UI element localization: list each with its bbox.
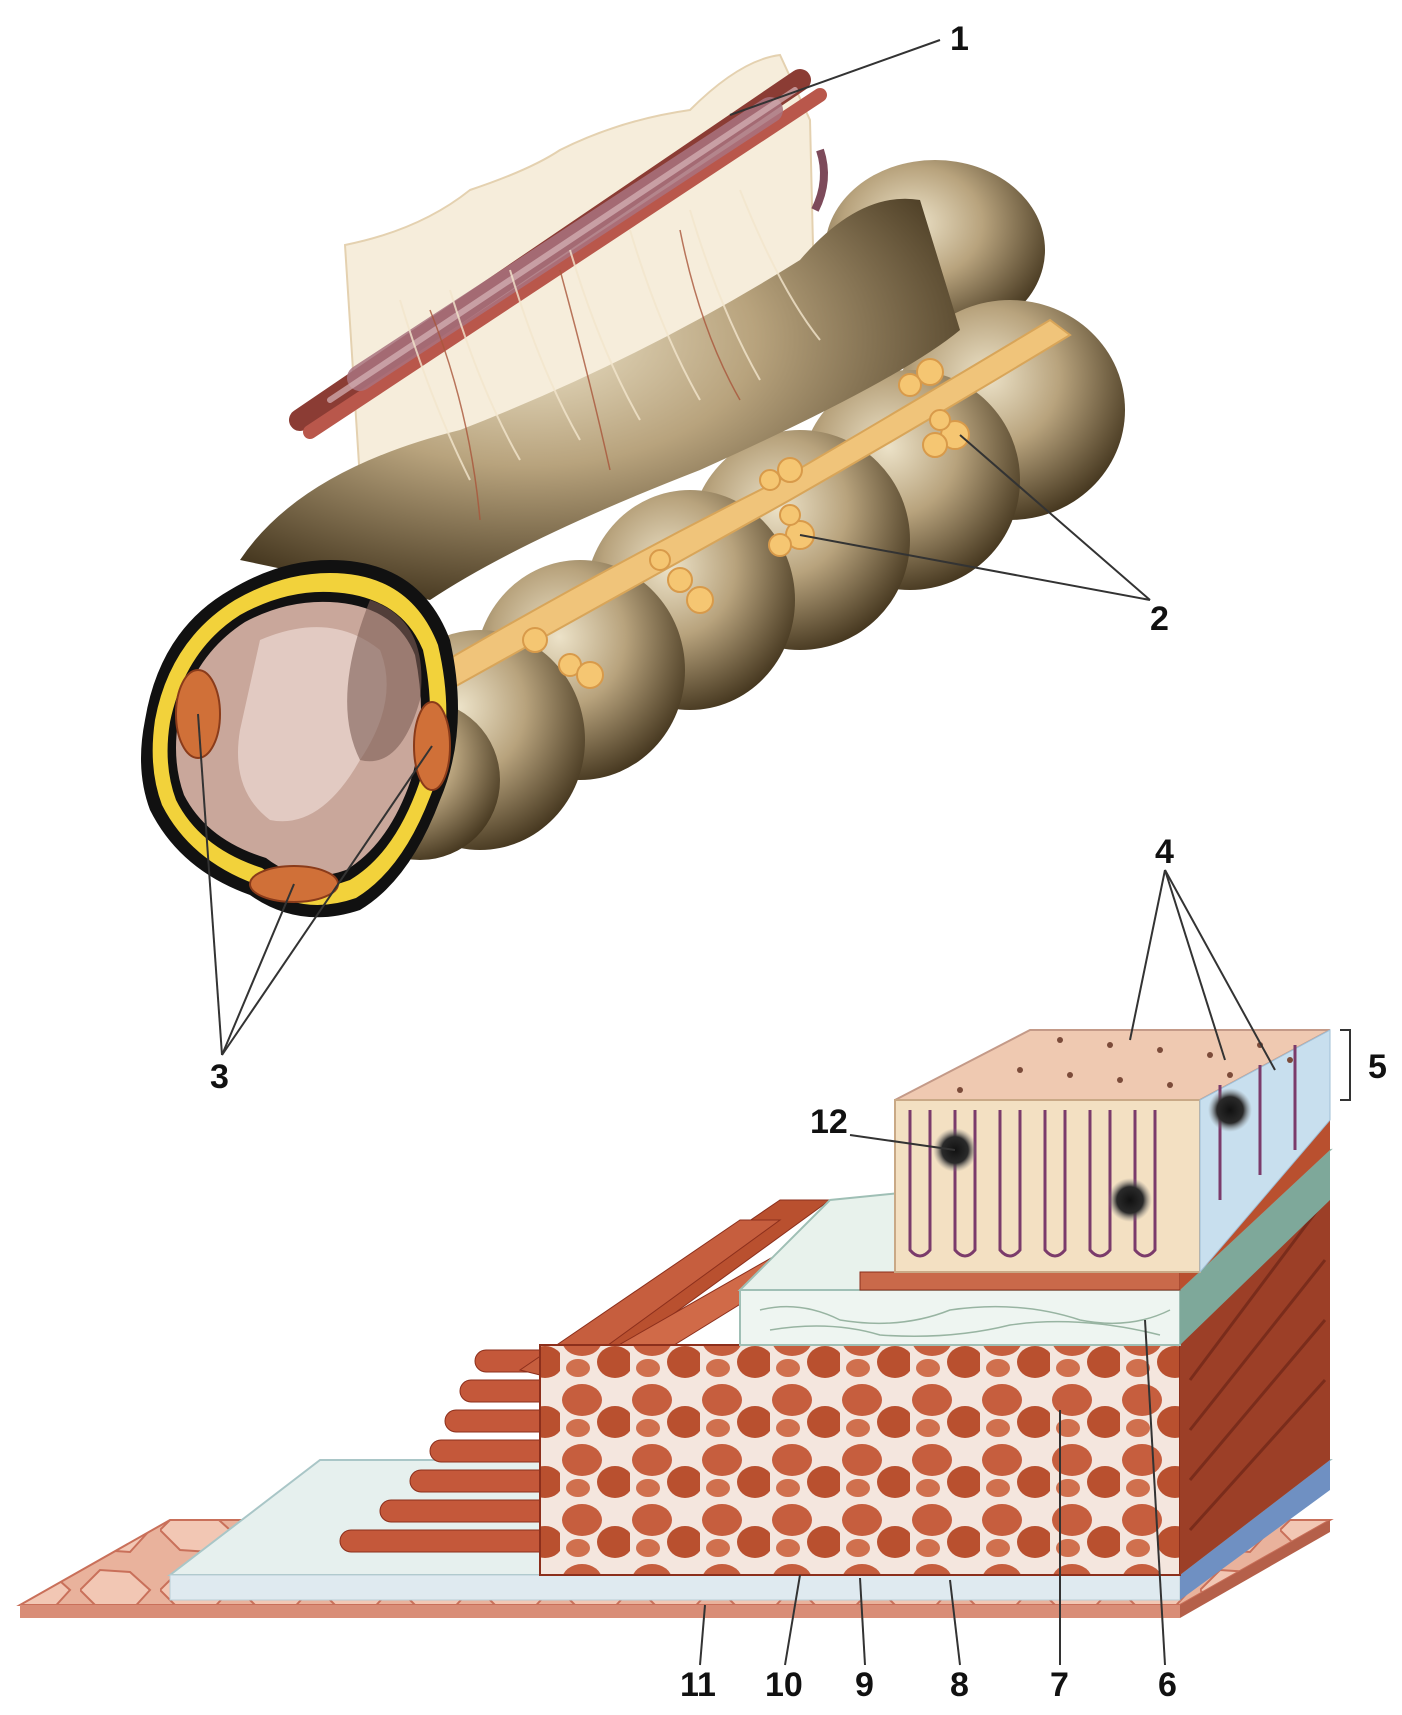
label-11: 11 xyxy=(680,1668,716,1702)
colon-wall-layers xyxy=(20,1030,1330,1618)
colon-cross-section xyxy=(141,560,458,917)
circular-muscle xyxy=(540,1345,1180,1575)
muscularis-mucosae xyxy=(860,1272,1180,1290)
label-3: 3 xyxy=(210,1060,229,1094)
lymphoid-nodule xyxy=(1208,1088,1252,1132)
label-8: 8 xyxy=(950,1668,969,1702)
lymphoid-nodule xyxy=(1108,1178,1152,1222)
label-7: 7 xyxy=(1050,1668,1069,1702)
label-2: 2 xyxy=(1150,602,1169,636)
label-9: 9 xyxy=(855,1668,874,1702)
label-5: 5 xyxy=(1368,1050,1387,1084)
label-1: 1 xyxy=(950,22,969,56)
label-12: 12 xyxy=(810,1105,848,1139)
label-10: 10 xyxy=(765,1668,803,1702)
label-6: 6 xyxy=(1158,1668,1177,1702)
colon-segment xyxy=(141,55,1125,917)
label-4: 4 xyxy=(1155,835,1174,869)
